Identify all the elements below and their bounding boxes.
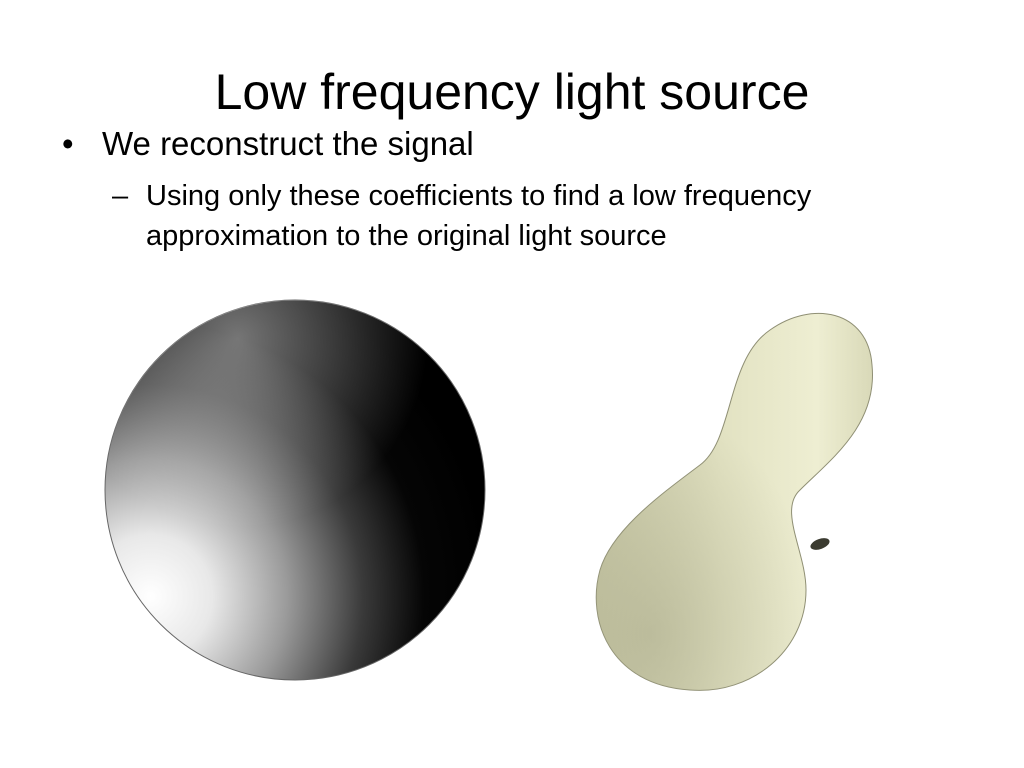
sub-bullet-text: Using only these coefficients to find a … [146,180,812,252]
bullet-text: We reconstruct the signal [102,125,474,162]
sub-bullet-item: – Using only these coefficients to find … [112,176,926,256]
sphere-figure [104,299,486,681]
bullet-list: • We reconstruct the signal – Using only… [62,124,962,256]
bullet-item: • We reconstruct the signal [62,124,962,164]
bullet-marker: • [62,125,74,162]
sub-bullet-marker: – [112,180,129,212]
figures [104,299,873,691]
lobe-figure [595,312,873,691]
slide-title: Low frequency light source [214,64,810,120]
